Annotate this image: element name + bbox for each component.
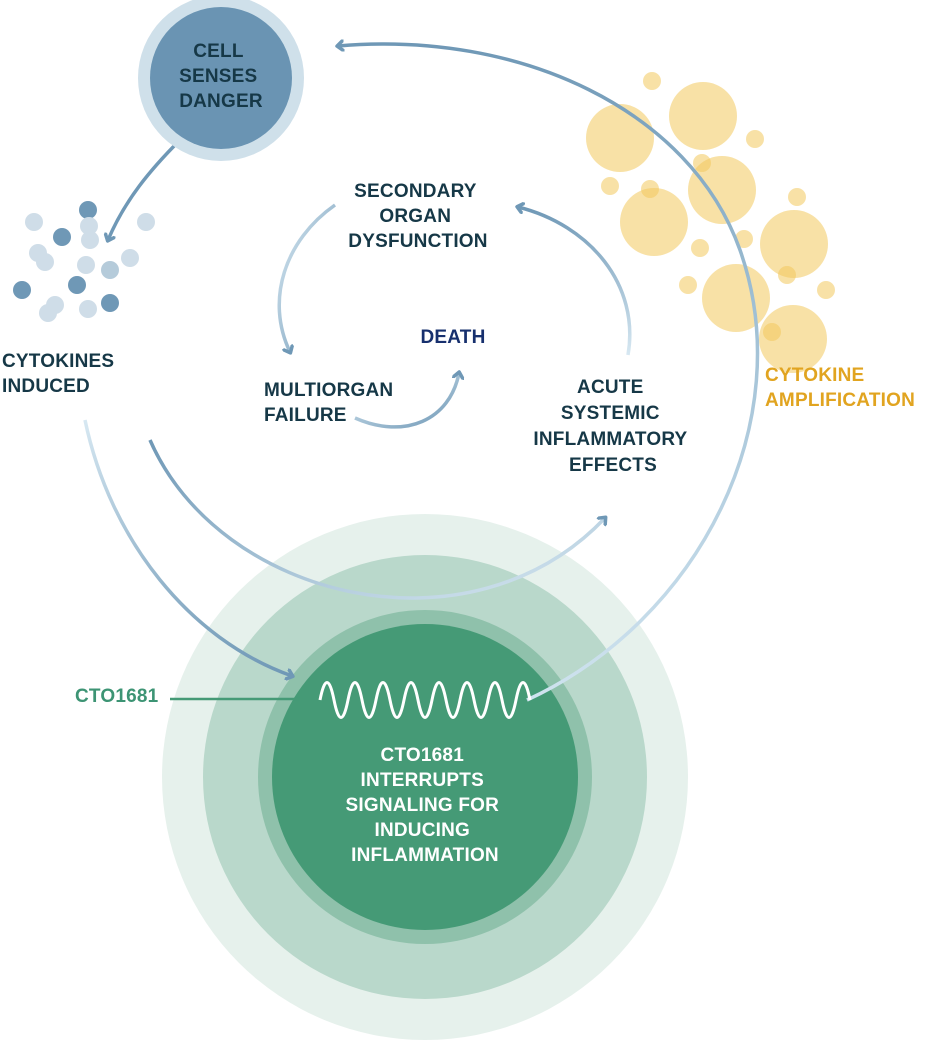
death-label: DEATH bbox=[420, 327, 485, 348]
danger-to-cytokines-arrow bbox=[108, 138, 182, 240]
sweep-to-acute-effects-arrow bbox=[148, 439, 605, 600]
cytokines-induced-label: CYTOKINES INDUCED bbox=[2, 351, 120, 397]
multiorgan-failure-label: MULTIORGAN FAILURE bbox=[264, 380, 399, 426]
signal-wave-icon bbox=[318, 681, 532, 719]
cell-senses-danger-label: CELL SENSES DANGER bbox=[179, 41, 263, 112]
cytokine-amplification-label: CYTOKINE AMPLIFICATION bbox=[765, 365, 915, 411]
secondary-to-multiorgan-arrow bbox=[277, 203, 337, 352]
cytokine-amplification-bubbles bbox=[586, 72, 835, 373]
cto1681-center-label: CTO1681 INTERRUPTS SIGNALING FOR INDUCIN… bbox=[345, 745, 504, 866]
acute-systemic-effects-label: ACUTE SYSTEMIC INFLAMMATORY EFFECTS bbox=[533, 377, 692, 476]
cytokine-dots bbox=[13, 201, 155, 322]
multiorgan-to-death-arrow bbox=[354, 373, 459, 429]
cto1681-side-label: CTO1681 bbox=[75, 686, 159, 707]
cytokines-to-cto-arrow bbox=[83, 419, 292, 676]
secondary-organ-dysfunction-label: SECONDARY ORGAN DYSFUNCTION bbox=[348, 181, 487, 252]
outer-cycle-arrow bbox=[338, 44, 760, 702]
acute-to-secondary-arrow bbox=[518, 207, 632, 356]
cell-senses-danger-circle bbox=[150, 7, 292, 149]
